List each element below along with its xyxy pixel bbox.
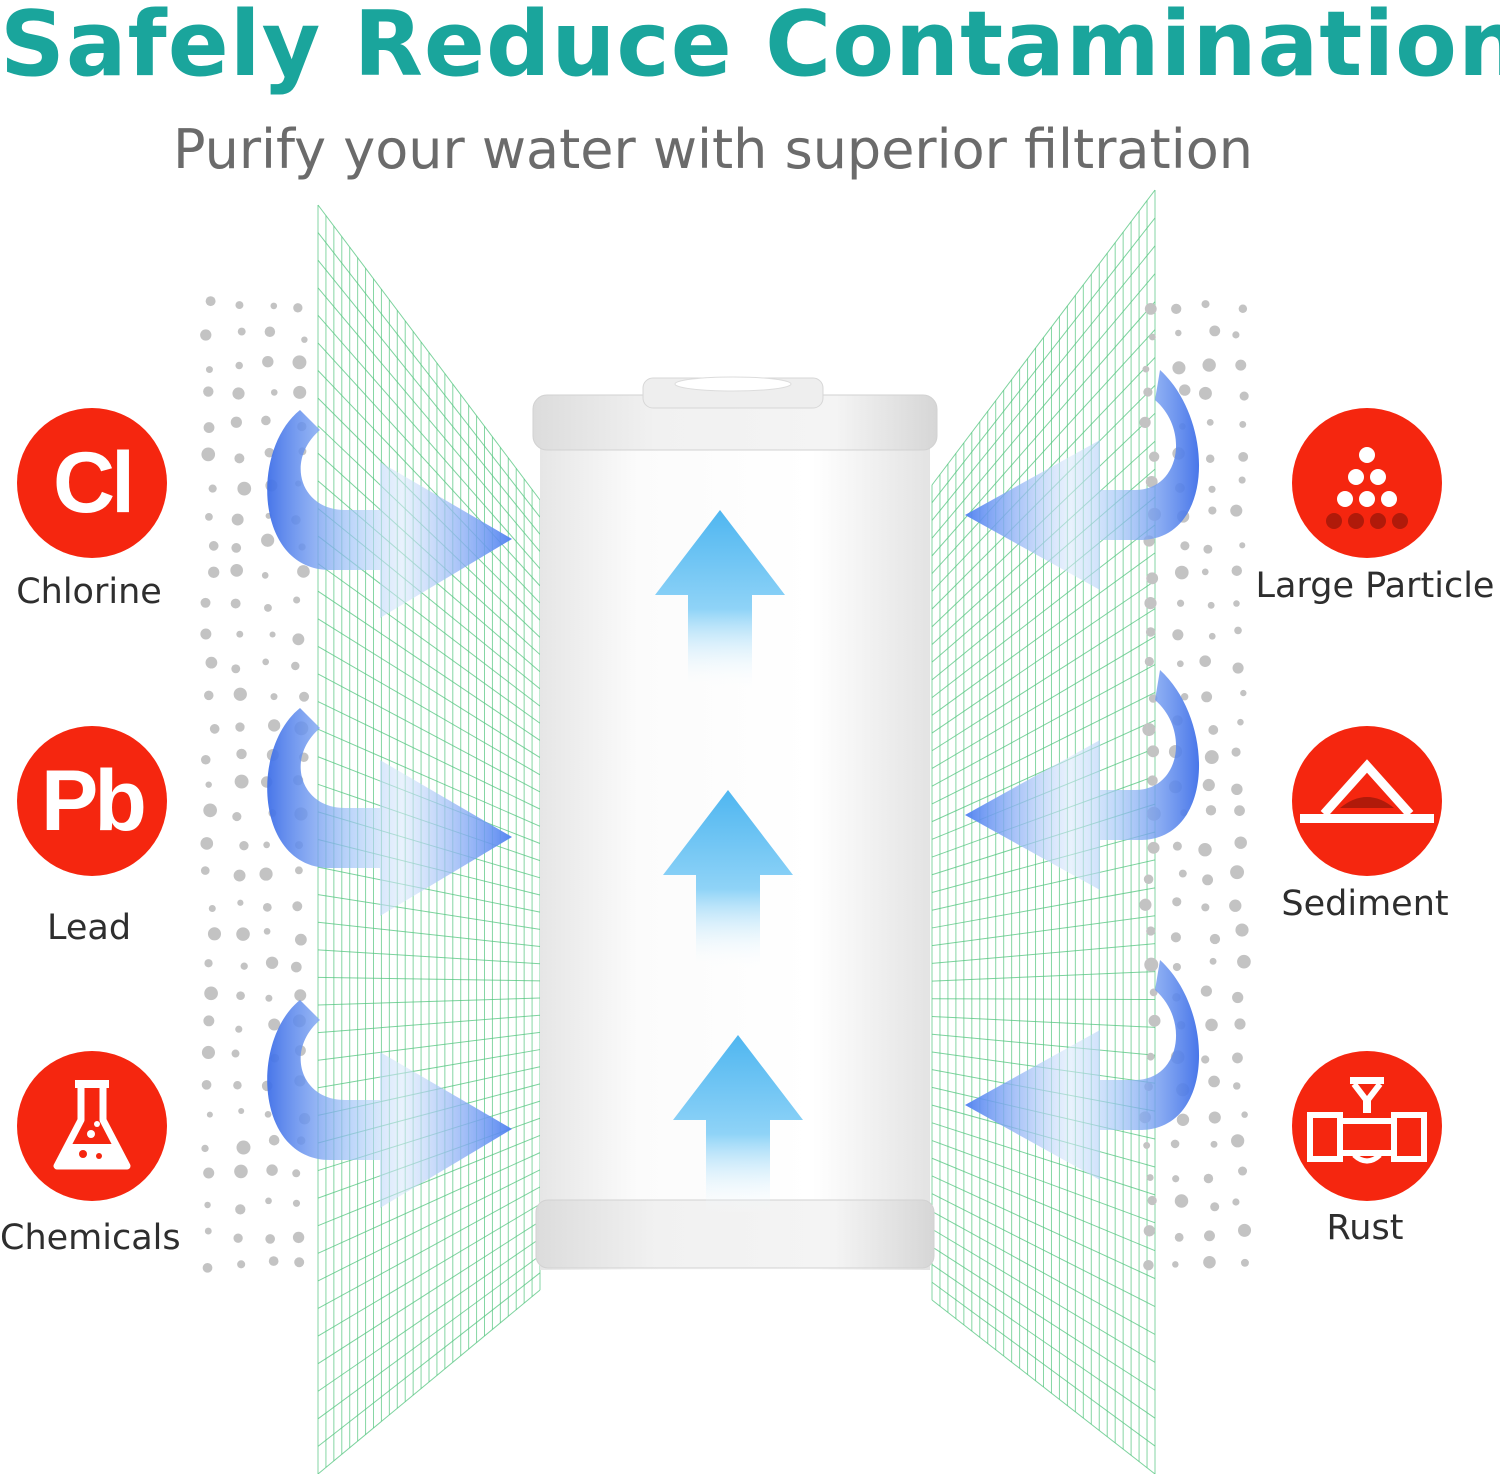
inflow-arrow	[267, 708, 512, 916]
pipe-valve-icon	[1307, 1077, 1427, 1164]
up-flow-arrow	[663, 790, 793, 970]
inflow-arrow	[965, 370, 1200, 590]
large-particle-icon	[1292, 408, 1442, 558]
inflow-arrow	[267, 1000, 512, 1208]
subheadline: Purify your water with superior filtrati…	[173, 118, 1253, 181]
particles-icon	[1326, 447, 1408, 529]
filter-mesh	[317, 189, 1156, 1474]
headline: Safely Reduce Contamination	[0, 0, 1500, 97]
sediment-icon	[1300, 759, 1434, 823]
chemicals-label: Chemicals	[0, 1218, 181, 1258]
inflow-arrow	[267, 410, 512, 618]
up-flow-arrow	[655, 510, 785, 690]
inflow-arrow	[965, 960, 1200, 1180]
sediment-badge	[1292, 726, 1442, 876]
lead-symbol: Pb	[41, 753, 147, 849]
chlorine-symbol: Cl	[53, 435, 135, 531]
filter-cartridge	[532, 376, 938, 1270]
lead-icon: Pb	[17, 726, 167, 876]
chlorine-label: Chlorine	[16, 572, 162, 612]
lead-label: Lead	[46, 908, 132, 948]
rust-label: Rust	[1326, 1208, 1404, 1248]
up-flow-arrow	[673, 1035, 803, 1215]
chlorine-icon: Cl	[17, 408, 167, 558]
large-particle-label: Large Particle	[1255, 566, 1495, 606]
flask-icon	[53, 1080, 131, 1170]
rust-badge	[1292, 1051, 1442, 1201]
sediment-label: Sediment	[1281, 884, 1449, 924]
inflow-arrow	[965, 670, 1200, 890]
chemicals-icon	[17, 1051, 167, 1201]
